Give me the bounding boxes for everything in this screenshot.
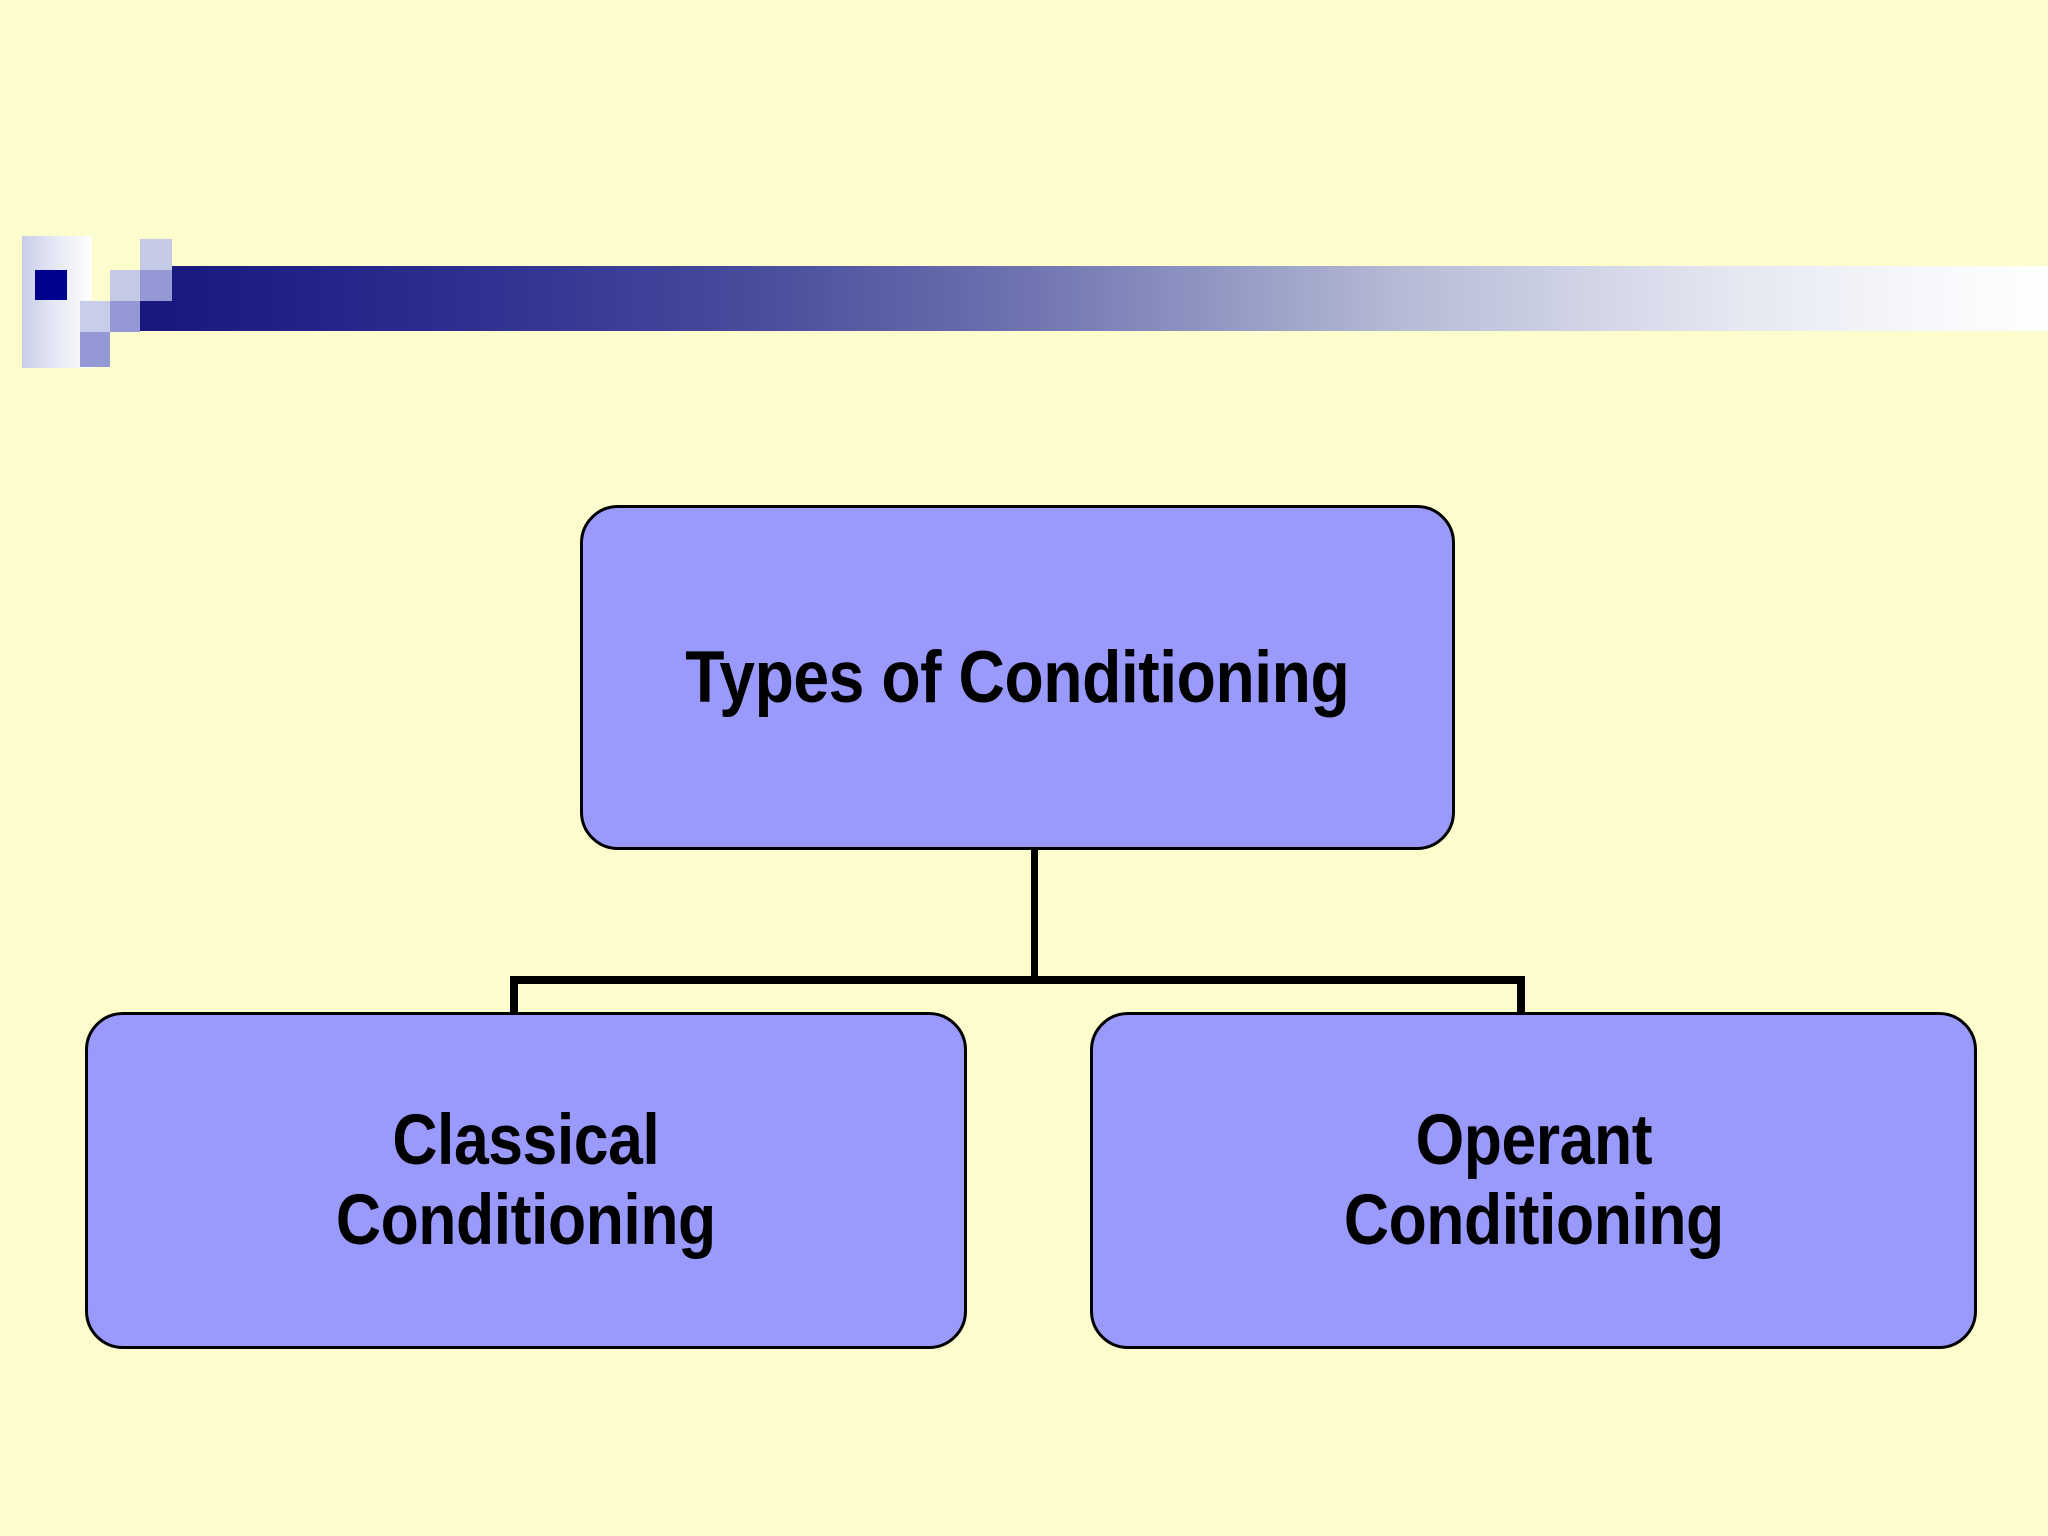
node-types-of-conditioning[interactable]: Types of Conditioning — [580, 505, 1455, 850]
node-operant-conditioning[interactable]: Operant Conditioning — [1090, 1012, 1977, 1349]
connector-drop-left — [510, 976, 518, 1016]
node-root-label: Types of Conditioning — [685, 636, 1350, 718]
connector-vertical-stem — [1031, 850, 1038, 983]
connector-drop-right — [1517, 976, 1525, 1016]
node-classical-conditioning[interactable]: Classical Conditioning — [85, 1012, 967, 1349]
node-classical-label: Classical Conditioning — [336, 1100, 716, 1260]
node-operant-label: Operant Conditioning — [1343, 1100, 1724, 1260]
connector-horizontal-rail — [510, 976, 1525, 984]
